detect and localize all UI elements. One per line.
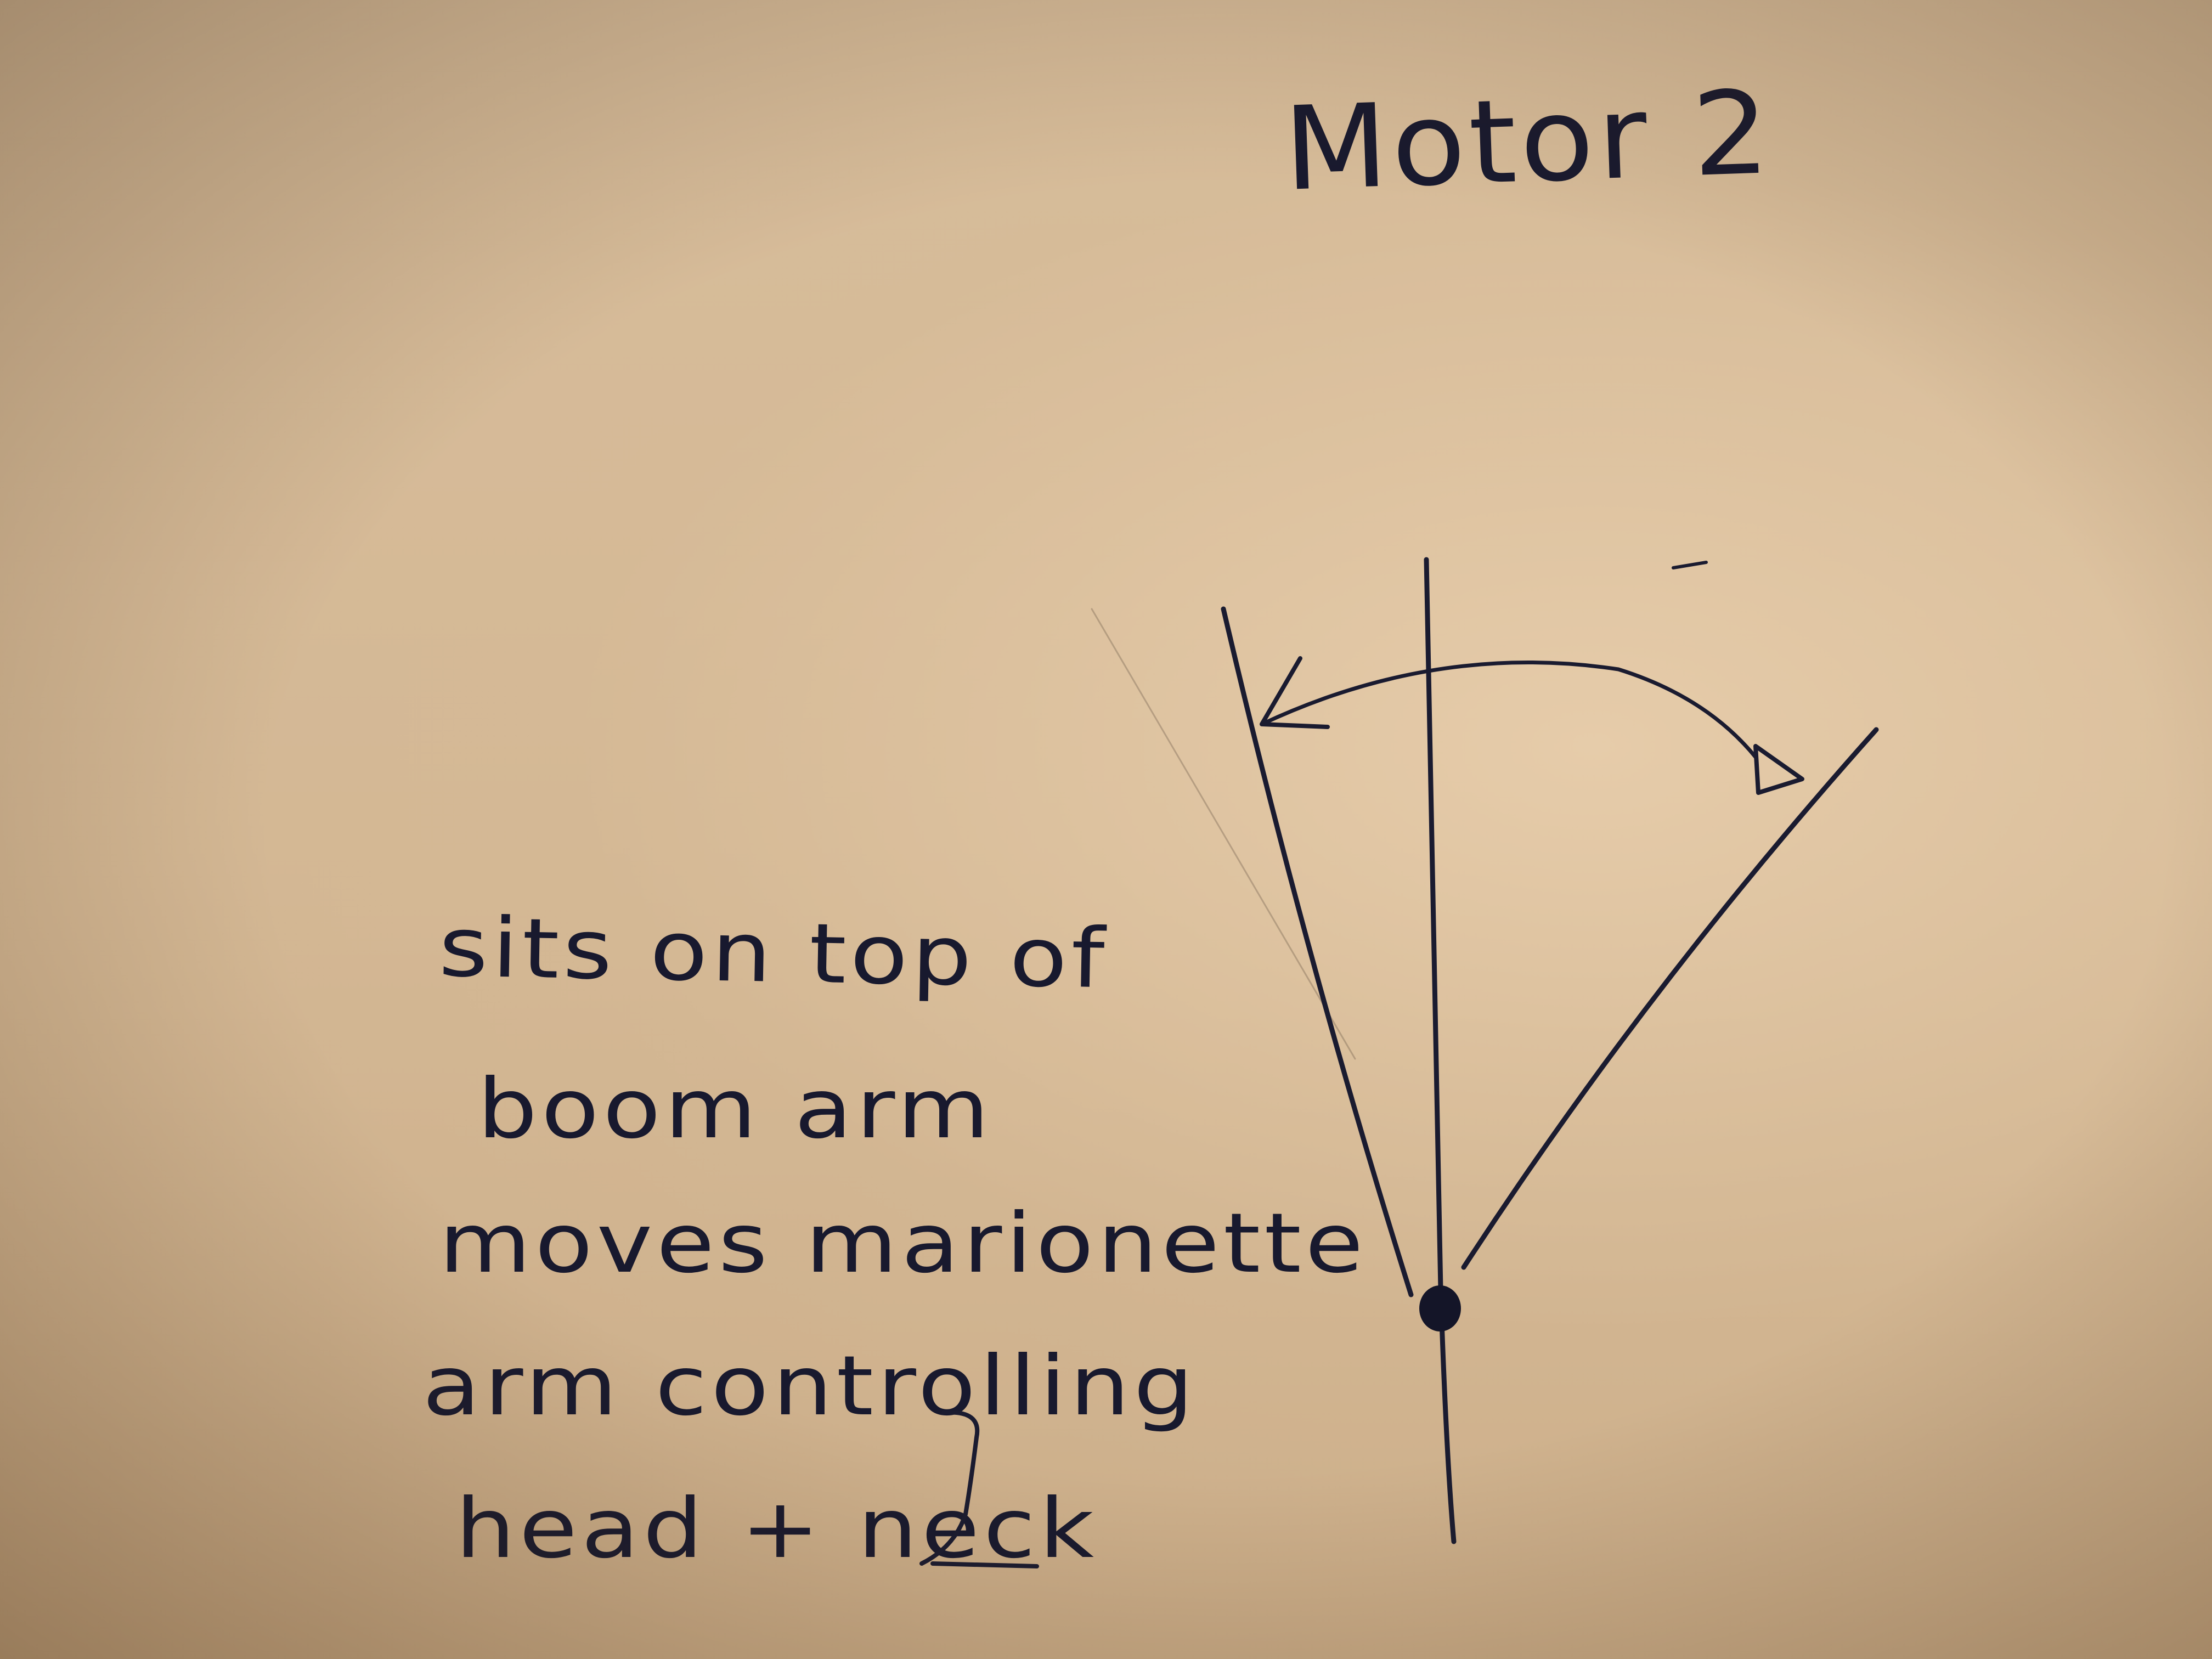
faint-guide-line	[1091, 608, 1356, 1060]
sweep-arc	[1260, 661, 1758, 759]
note-line-5: head + neck	[455, 1481, 1098, 1577]
right-arrowhead	[1753, 744, 1804, 795]
note-line-4: arm controlling	[422, 1339, 1198, 1434]
tick-mark	[1672, 561, 1708, 569]
pivot-point	[1419, 1285, 1461, 1331]
left-arrowhead	[1260, 656, 1330, 729]
note-line-3: moves marionette	[439, 1196, 1367, 1291]
note-line-2: boom arm	[477, 1062, 994, 1157]
right-limit-line	[1461, 727, 1879, 1270]
left-limit-line	[1221, 606, 1414, 1297]
note-bracket	[919, 1410, 1039, 1568]
center-axis-line	[1424, 557, 1457, 1544]
